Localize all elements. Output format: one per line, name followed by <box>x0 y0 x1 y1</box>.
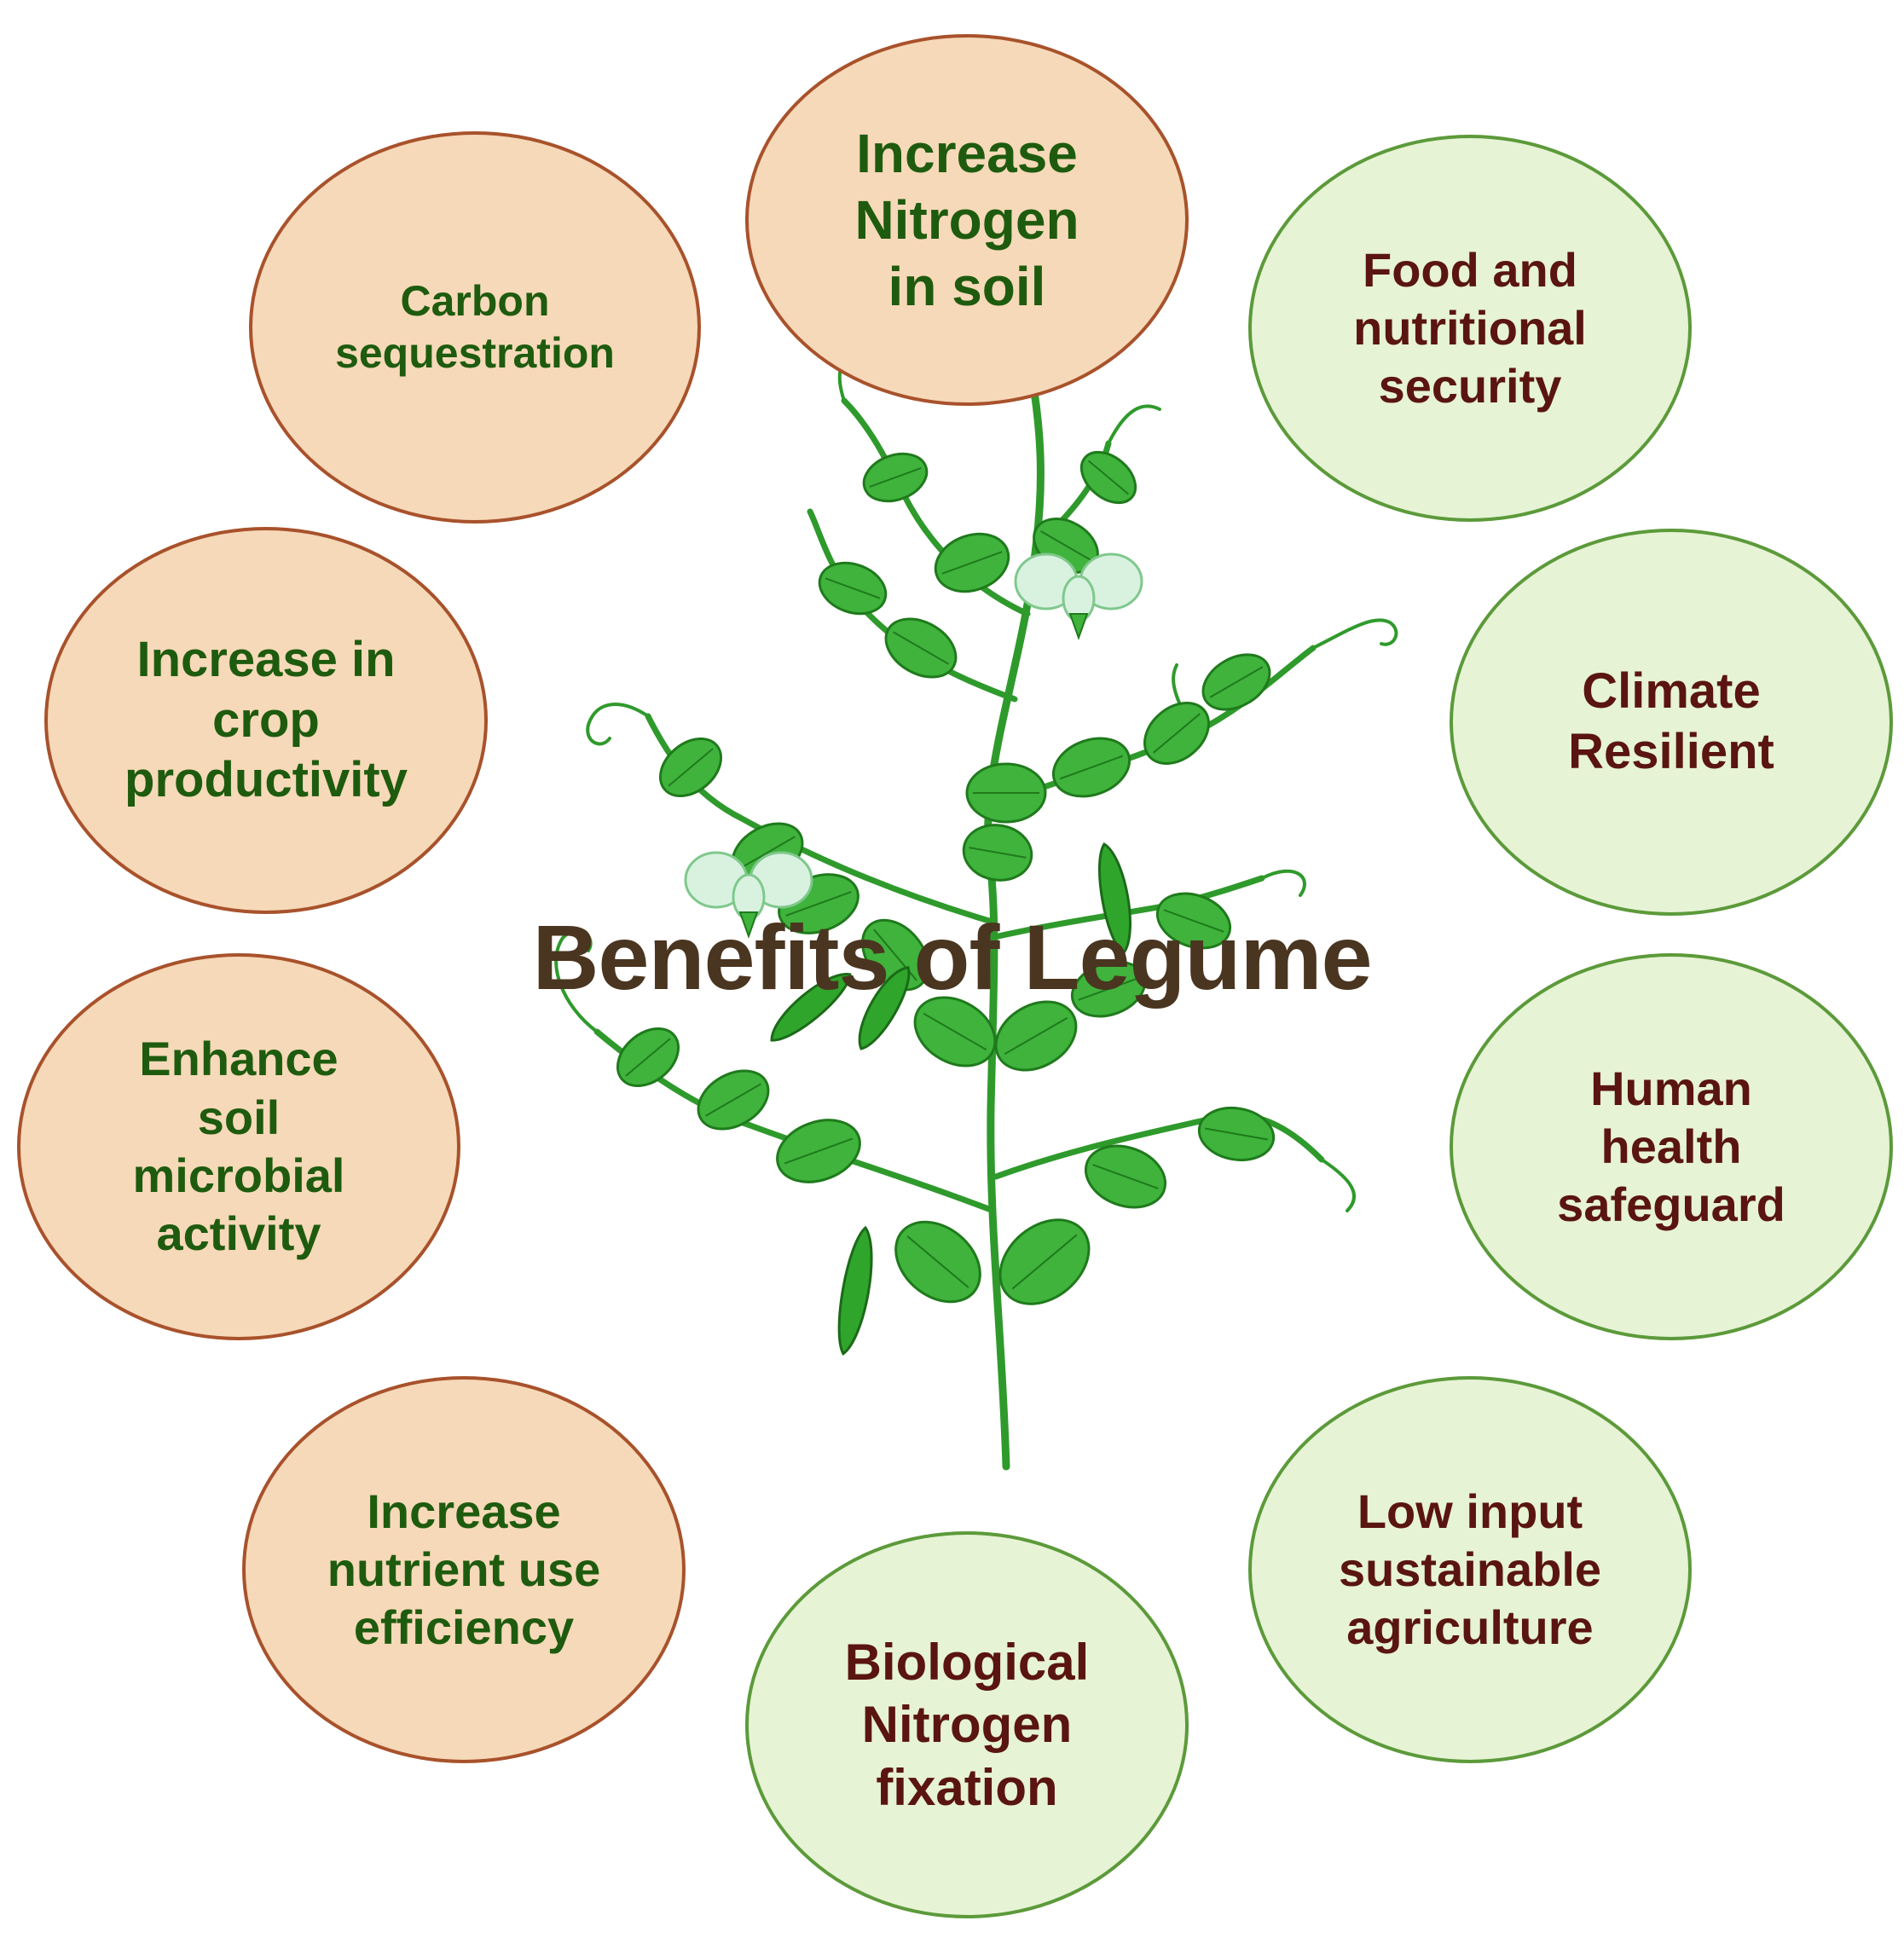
pea-pod-icon <box>770 973 852 1042</box>
benefit-label: Low input sustainable agriculture <box>1338 1484 1602 1655</box>
benefit-carbon-sequestration: Carbon sequestration <box>249 131 701 524</box>
benefit-food-and-nutritional-security: Food and nutritional security <box>1248 135 1692 522</box>
tendril-icon <box>1260 869 1306 897</box>
leaf-icon <box>894 1220 981 1304</box>
benefit-increase-nitrogen-in-soil: Increase Nitrogen in soil <box>745 34 1189 406</box>
leaf-icon <box>818 561 888 616</box>
benefit-increase-in-crop-productivity: Increase in crop productivity <box>44 527 488 914</box>
pea-pod-icon <box>858 966 911 1050</box>
leaf-icon <box>861 918 929 992</box>
leaf-icon <box>658 738 723 797</box>
benefit-label: Human health safeguard <box>1557 1061 1785 1232</box>
pea-pod-icon <box>837 1225 873 1356</box>
leaf-icon <box>1070 960 1147 1018</box>
leaf-icon <box>1051 737 1131 798</box>
benefit-label: Increase Nitrogen in soil <box>854 122 1079 318</box>
leaf-icon <box>616 1027 680 1087</box>
benefit-label: Increase in crop productivity <box>124 631 408 808</box>
benefit-climate-resilient: Climate Resilient <box>1450 529 1893 916</box>
benefit-label: Food and nutritional security <box>1353 242 1587 414</box>
leaf-icon <box>697 1069 770 1131</box>
benefit-low-input-sustainable-agriculture: Low input sustainable agriculture <box>1248 1376 1692 1763</box>
leaf-icon <box>884 617 958 679</box>
leaf-icon <box>862 452 929 503</box>
tendril-icon <box>1320 1158 1357 1212</box>
benefit-label: Climate Resilient <box>1568 663 1774 779</box>
leaf-icon <box>962 824 1033 882</box>
benefit-label: Biological Nitrogen fixation <box>844 1634 1090 1816</box>
leaf-icon <box>934 532 1010 593</box>
leaf-icon <box>994 1000 1078 1072</box>
leaf-icon <box>1201 653 1271 711</box>
benefit-label: Increase nutrient use efficiency <box>327 1484 601 1655</box>
stem-icon <box>841 397 1031 617</box>
pea-flower-icon <box>1014 552 1143 640</box>
benefit-enhance-soil-microbial-activity: Enhance soil microbial activity <box>17 953 460 1340</box>
pea-flower-icon <box>684 851 813 939</box>
diagram-title: Benefits of Legume <box>532 905 1372 1009</box>
leaf-icon <box>965 762 1047 824</box>
benefit-label: Carbon sequestration <box>335 277 615 377</box>
leaf-icon <box>998 1218 1091 1305</box>
tendril-icon <box>1107 404 1161 445</box>
leaf-icon <box>776 1119 861 1183</box>
leaf-icon <box>913 996 997 1067</box>
leaf-icon <box>1079 450 1137 505</box>
tendril-icon <box>586 703 650 746</box>
stem-icon <box>993 1112 1325 1180</box>
benefit-biological-nitrogen-fixation: Biological Nitrogen fixation <box>745 1531 1189 1918</box>
benefit-increase-nutrient-use-efficiency: Increase nutrient use efficiency <box>242 1376 686 1763</box>
tendril-icon <box>554 929 599 1033</box>
benefit-label: Enhance soil microbial activity <box>132 1032 345 1261</box>
leaf-icon <box>1155 892 1232 950</box>
leaf-icon <box>1084 1144 1167 1209</box>
tendril-icon <box>1311 618 1398 650</box>
leaf-icon <box>1197 1106 1276 1162</box>
benefit-human-health-safeguard: Human health safeguard <box>1450 953 1893 1340</box>
leaf-icon <box>1143 702 1211 765</box>
pea-pod-icon <box>1098 842 1131 956</box>
